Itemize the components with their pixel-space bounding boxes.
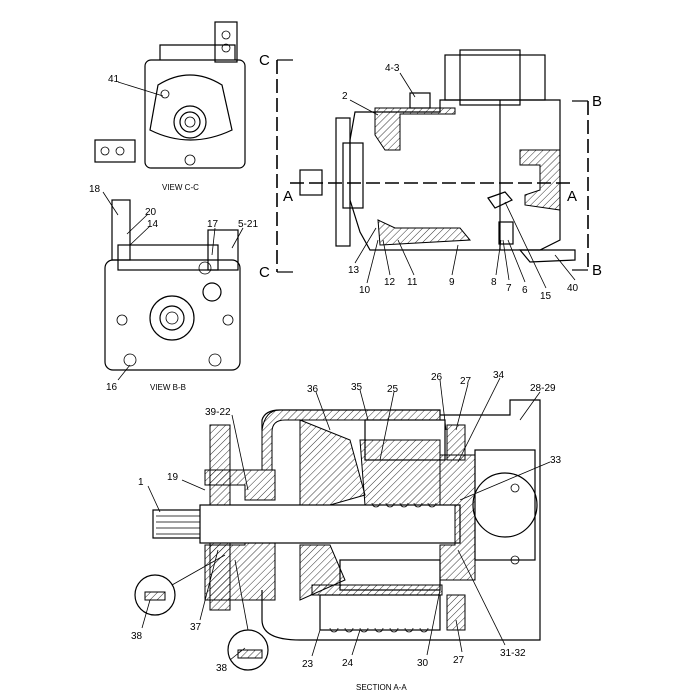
callout-37: 37 <box>190 622 202 633</box>
callout-15: 15 <box>540 291 552 302</box>
section-mark-c-top: C <box>259 52 270 69</box>
callout-35: 35 <box>351 382 363 393</box>
callout-24: 24 <box>342 658 354 669</box>
callout-14: 14 <box>147 219 159 230</box>
callout-27-bottom: 27 <box>453 655 465 666</box>
view-bb-caption: VIEW B-B <box>150 383 186 392</box>
callout-9: 9 <box>449 277 455 288</box>
section-aa-caption: SECTION A-A <box>356 683 407 692</box>
callout-23: 23 <box>302 659 314 670</box>
callout-38-bottom: 38 <box>216 663 228 674</box>
section-mark-a-right: A <box>567 188 577 205</box>
callout-17: 17 <box>207 219 219 230</box>
callout-20: 20 <box>145 207 157 218</box>
callout-40: 40 <box>567 283 579 294</box>
side-view-drawing: C C B B A A 4-3 2 13 10 12 11 9 8 7 6 15… <box>259 49 602 302</box>
callout-13: 13 <box>348 265 360 276</box>
view-cc-drawing: 41 VIEW C-C <box>94 21 246 192</box>
callout-18: 18 <box>89 184 101 195</box>
callout-1: 1 <box>138 477 144 488</box>
callout-11: 11 <box>407 277 418 288</box>
callout-30: 30 <box>417 658 429 669</box>
section-mark-a-left: A <box>283 188 293 205</box>
callout-4-3: 4-3 <box>385 63 400 74</box>
section-aa-drawing: 36 35 25 26 27 34 28-29 39-22 19 1 33 38… <box>131 370 562 692</box>
callout-7: 7 <box>506 283 512 294</box>
callout-12: 12 <box>384 277 396 288</box>
callout-5-21: 5-21 <box>238 219 258 230</box>
callout-41: 41 <box>108 74 120 85</box>
callout-19: 19 <box>167 472 179 483</box>
callout-36: 36 <box>307 384 319 395</box>
callout-16: 16 <box>106 382 118 393</box>
callout-33: 33 <box>550 455 562 466</box>
section-mark-c-bottom: C <box>259 264 270 281</box>
callout-39-22: 39-22 <box>205 407 231 418</box>
callout-38-left: 38 <box>131 631 143 642</box>
callout-26: 26 <box>431 372 443 383</box>
callout-31-32: 31-32 <box>500 648 526 659</box>
section-mark-b-bottom: B <box>592 262 602 279</box>
callout-8: 8 <box>491 277 497 288</box>
section-mark-b-top: B <box>592 93 602 110</box>
view-cc-caption: VIEW C-C <box>162 183 199 192</box>
callout-6: 6 <box>522 285 528 296</box>
callout-25: 25 <box>387 384 399 395</box>
callout-34: 34 <box>493 370 505 381</box>
callout-27-top: 27 <box>460 376 472 387</box>
callout-2: 2 <box>342 91 348 102</box>
callout-28-29: 28-29 <box>530 383 556 394</box>
callout-10: 10 <box>359 285 371 296</box>
view-bb-drawing: 18 20 14 17 5-21 16 VIEW B-B <box>89 184 258 393</box>
